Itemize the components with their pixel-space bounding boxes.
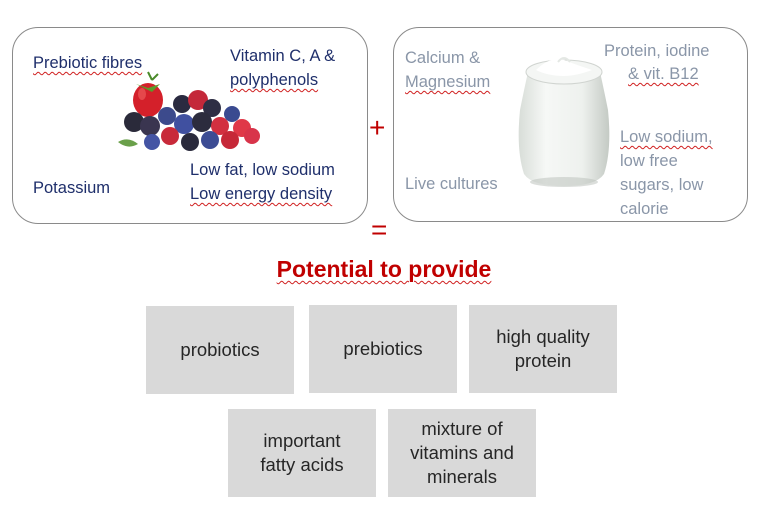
benefit-high-quality-protein: high quality protein [469,305,617,393]
low-sodium-label-line1: Low sodium, [620,128,713,146]
vitamins-label-line1: Vitamin C, A & [230,47,336,65]
berries-image [118,71,260,151]
low-fat-label: Low fat, low sodium [190,161,335,179]
low-sodium-label-line3: sugars, low [620,176,704,194]
equals-sign: = [371,214,388,245]
potassium-label: Potassium [33,179,111,197]
benefit-prebiotics: prebiotics [309,305,457,393]
benefit-probiotics: probiotics [146,306,294,394]
protein-label-line2: & vit. B12 [628,65,699,83]
live-cultures-label: Live cultures [405,175,498,193]
protein-label-line1: Protein, iodine [604,42,710,60]
yogurt-jar-image [518,57,610,187]
plus-sign: + [369,112,386,143]
potential-heading: Potential to provide [276,256,492,282]
vitamins-label-line2: polyphenols [230,71,319,89]
calcium-label-line2: Magnesium [405,73,491,91]
low-sodium-label-line4: calorie [620,200,669,218]
prebiotic-fibres-label: Prebiotic fibres [33,54,143,72]
benefit-vitamins-minerals: mixture of vitamins and minerals [388,409,536,497]
low-sodium-label-line2: low free [620,152,678,170]
calcium-label-line1: Calcium & [405,49,481,67]
benefit-important-fatty-acids: important fatty acids [228,409,376,497]
low-energy-label: Low energy density [190,185,333,203]
